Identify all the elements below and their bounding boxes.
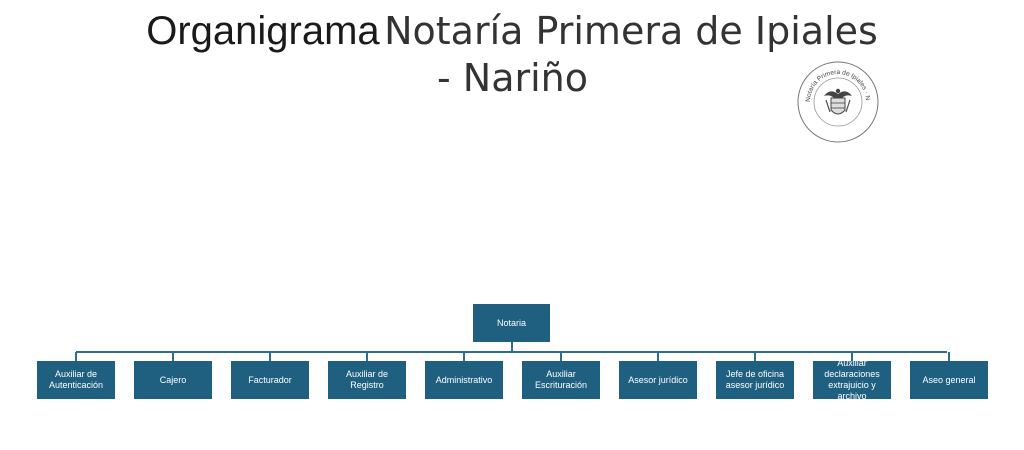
- org-box-notaria: Notaria: [473, 304, 550, 342]
- page-title: Organigrama Notaría Primera de Ipiales: [0, 8, 1024, 63]
- root-stem: [511, 342, 513, 352]
- child-stem: [463, 352, 465, 361]
- child-stem: [366, 352, 368, 361]
- child-stem: [560, 352, 562, 361]
- child-stem: [657, 352, 659, 361]
- title-notaria: Notaría Primera de Ipiales: [384, 9, 878, 53]
- org-box-child: Facturador: [231, 361, 309, 399]
- org-box-child: Auxiliar declaraciones extrajuicio y arc…: [813, 358, 891, 401]
- org-box-child: Jefe de oficina asesor jurídico: [716, 361, 794, 399]
- org-box-child: Auxiliar de Registro: [328, 361, 406, 399]
- child-stem: [754, 352, 756, 361]
- child-stem: [172, 352, 174, 361]
- org-box-child: Auxiliar de Autenticación: [37, 361, 115, 399]
- title-narino: - Nariño: [437, 56, 589, 100]
- notary-seal: Notaría Primera de Ipiales · Nariño: [794, 55, 880, 144]
- child-stem: [269, 352, 271, 361]
- coat-of-arms-icon: Notaría Primera de Ipiales · Nariño: [794, 55, 879, 143]
- child-stem: [851, 352, 853, 361]
- org-box-child: Cajero: [134, 361, 212, 399]
- horizontal-connector: [76, 351, 947, 353]
- org-box-child: Asesor jurídico: [619, 361, 697, 399]
- org-box-child: Auxiliar Escrituración: [522, 361, 600, 399]
- org-box-child: Aseo general: [910, 361, 988, 399]
- child-stem: [75, 352, 77, 361]
- title-organigrama: Organigrama: [146, 9, 380, 53]
- org-box-child: Administrativo: [425, 361, 503, 399]
- child-stem: [948, 352, 950, 361]
